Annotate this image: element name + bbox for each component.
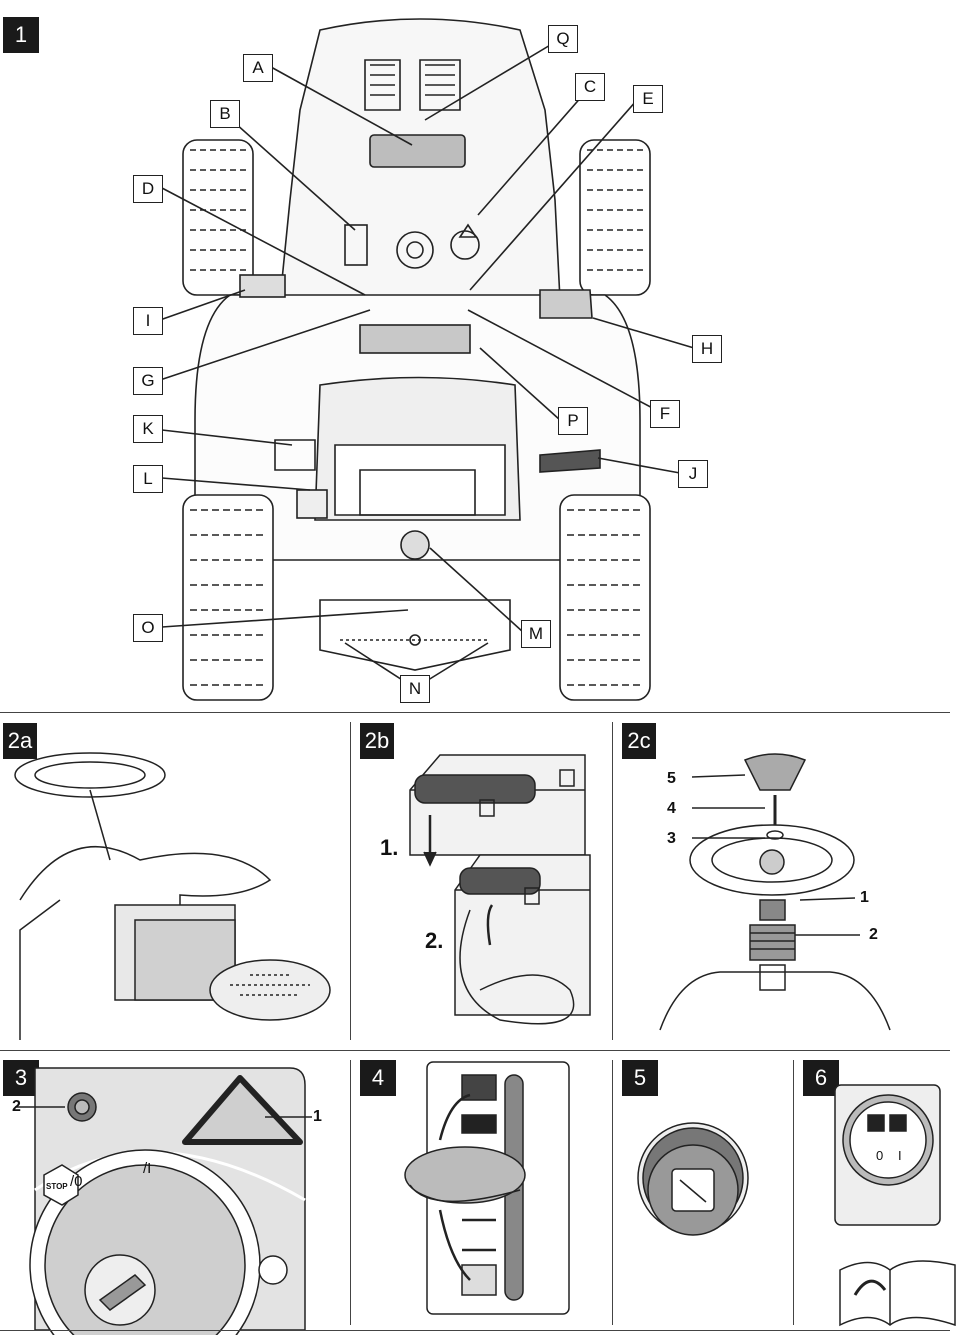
figure-2b-tag: 2b <box>360 723 394 759</box>
fig3-toggle-i: /I <box>143 1160 152 1177</box>
figure-1-tag: 1 <box>3 17 39 53</box>
fig2c-part-4: 4 <box>667 800 676 817</box>
divider-bottom <box>0 1330 950 1331</box>
fig2c-part-5: 5 <box>667 770 676 787</box>
label-G: G <box>133 367 163 395</box>
fig6-off-label: 0 <box>876 1148 884 1163</box>
figure-6-tag: 6 <box>803 1060 839 1096</box>
figure-3-tag: 3 <box>3 1060 39 1096</box>
label-P: P <box>558 407 588 435</box>
fig2c-part-2: 2 <box>869 926 878 943</box>
fig2b-step-2: 2. <box>425 928 444 953</box>
label-H: H <box>692 335 722 363</box>
label-I: I <box>133 307 163 335</box>
divider-5-6 <box>793 1060 794 1325</box>
label-L: L <box>133 465 163 493</box>
fig2c-part-1: 1 <box>860 889 869 906</box>
fig3-part-1: 1 <box>313 1108 322 1125</box>
figure-2c-tag: 2c <box>622 723 656 759</box>
fig6-on-label: I <box>898 1148 902 1163</box>
label-D: D <box>133 175 163 203</box>
label-J: J <box>678 460 708 488</box>
divider-3-4 <box>350 1060 351 1325</box>
divider-2a-2b <box>350 722 351 1040</box>
fig2b-step-1: 1. <box>380 835 399 860</box>
label-O: O <box>133 614 163 642</box>
fig3-stop-label: STOP <box>46 1182 68 1191</box>
divider-middle <box>0 1050 950 1051</box>
divider-2b-2c <box>612 722 613 1040</box>
figure-4-tag: 4 <box>360 1060 396 1096</box>
fig3-part-2: 2 <box>12 1098 21 1115</box>
label-M: M <box>521 620 551 648</box>
fig3-stop-o: /0 <box>70 1173 83 1190</box>
label-A: A <box>243 54 273 82</box>
label-Q: Q <box>548 25 578 53</box>
fig2c-part-3: 3 <box>667 830 676 847</box>
label-K: K <box>133 415 163 443</box>
label-N: N <box>400 675 430 703</box>
label-E: E <box>633 85 663 113</box>
divider-top <box>0 712 950 713</box>
figure-2a-tag: 2a <box>3 723 37 759</box>
divider-4-5 <box>612 1060 613 1325</box>
figure-5-tag: 5 <box>622 1060 658 1096</box>
label-F: F <box>650 400 680 428</box>
label-B: B <box>210 100 240 128</box>
label-C: C <box>575 73 605 101</box>
